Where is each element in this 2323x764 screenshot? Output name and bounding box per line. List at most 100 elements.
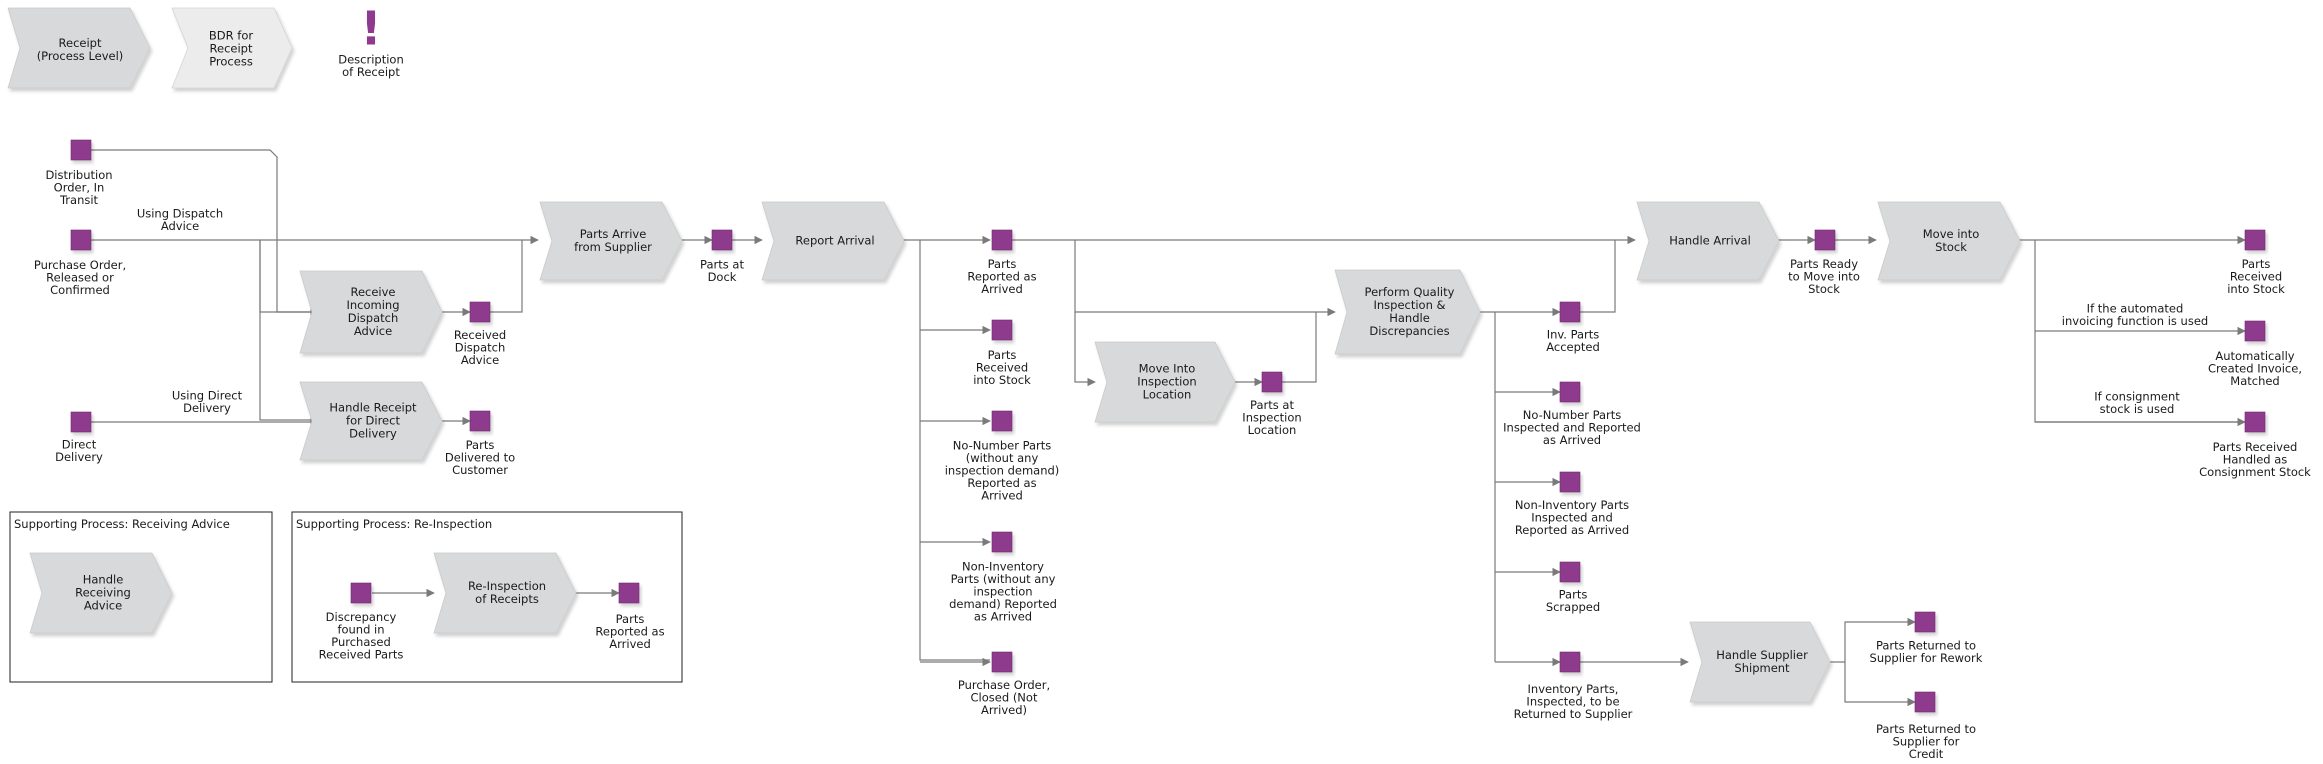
event-square (70, 229, 92, 251)
process-label-line: Delivery (349, 427, 397, 441)
event-square (1914, 691, 1936, 713)
box-frame (291, 511, 683, 683)
process-label-line: Re-Inspection (468, 579, 546, 593)
process-report-arrival[interactable]: Report Arrival (761, 201, 905, 281)
event-label-line: Delivery (55, 450, 103, 464)
event-label-line: Received (2230, 270, 2282, 284)
event-label-line: Parts (988, 348, 1017, 362)
event-square (350, 582, 372, 604)
process-shape (29, 552, 173, 634)
process-label-line: Discrepancies (1369, 324, 1449, 338)
event-square (991, 319, 1013, 341)
event-square (1559, 301, 1581, 323)
event-inventory-returned[interactable]: Inventory Parts,Inspected, to beReturned… (1514, 651, 1633, 721)
event-label-line: found in (337, 622, 384, 636)
process-label-line: Inspection (1137, 375, 1196, 389)
event-label-line: Customer (452, 463, 508, 477)
event-label-line: Parts (466, 438, 495, 452)
process-shape (1877, 201, 2021, 281)
legend-receipt-process-level[interactable]: Receipt(Process Level) (7, 7, 151, 89)
event-square (1914, 611, 1936, 633)
event-square (1559, 381, 1581, 403)
event-square (2244, 411, 2266, 433)
connector-label-consignment-used-line: stock is used (2100, 402, 2175, 416)
event-label-line: Purchase Order, (34, 258, 126, 272)
event-square (991, 229, 1013, 251)
box-title: Supporting Process: Receiving Advice (14, 517, 230, 531)
process-shape (539, 201, 683, 281)
legend-bdr-shape (171, 7, 293, 89)
process-label-line: Move Into (1139, 362, 1196, 376)
event-label-line: inspection (973, 585, 1032, 599)
event-label-line: as Arrived (974, 610, 1032, 624)
event-label-line: Released or (46, 271, 114, 285)
nodes: Receipt(Process Level)BDR forReceiptProc… (7, 2, 2311, 761)
event-square (70, 411, 92, 433)
process-handle-arrival[interactable]: Handle Arrival (1636, 201, 1780, 281)
process-label-line: Location (1143, 388, 1192, 402)
connectors (83, 149, 2246, 707)
box-title: Supporting Process: Re-Inspection (296, 517, 492, 531)
supporting-box-receiving-advice: Supporting Process: Receiving Advice (9, 511, 273, 683)
process-shape (1689, 621, 1831, 703)
connector-label-using-dispatch-line: Using Dispatch (137, 206, 223, 220)
event-label-line: demand) Reported (949, 597, 1057, 611)
event-square (1559, 471, 1581, 493)
box-frame (9, 511, 273, 683)
conn-po-to-direct (259, 240, 319, 425)
legend-description-label-line: of Receipt (342, 65, 400, 79)
event-label-line: Dispatch (455, 341, 506, 355)
event-square (991, 651, 1013, 673)
event-label-line: Parts Returned to (1876, 638, 1976, 652)
event-label-line: Stock (1808, 282, 1840, 296)
event-square (1559, 561, 1581, 583)
conn-shipment-to-credit (1844, 662, 1916, 707)
event-label-line: Advice (461, 353, 499, 367)
event-label-line: Parts (1559, 587, 1588, 601)
event-label-line: Direct (62, 437, 97, 451)
